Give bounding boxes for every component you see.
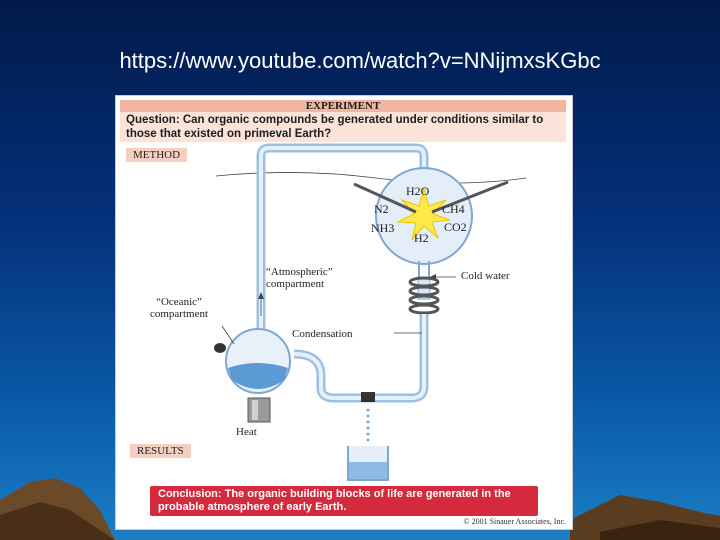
gas-nh3: NH3	[371, 221, 395, 235]
results-tag: RESULTS	[130, 444, 191, 458]
conclusion-box: Conclusion: The organic building blocks …	[150, 486, 538, 516]
spark-icon	[396, 186, 451, 241]
atmospheric-label: “Atmospheric” compartment	[266, 266, 333, 290]
condenser-coil-icon	[408, 276, 440, 315]
stopcock-icon	[361, 392, 375, 402]
question-text: Question: Can organic compounds be gener…	[120, 112, 566, 142]
gas-h2o: H2O	[406, 184, 430, 198]
left-electrode-icon	[353, 182, 417, 214]
method-tag: METHOD	[126, 148, 188, 162]
drops	[366, 408, 370, 442]
apparatus-diagram	[214, 143, 527, 481]
stopper-icon	[214, 343, 226, 353]
gas-ch4: CH4	[442, 202, 465, 216]
oceanic-label: “Oceanic” compartment	[149, 296, 209, 320]
experiment-header: EXPERIMENT	[120, 100, 566, 112]
miller-urey-figure: EXPERIMENT Question: Can organic compoun…	[115, 95, 573, 530]
copyright-text: © 2001 Sinauer Associates, Inc.	[463, 517, 566, 526]
right-vertical-tube	[374, 314, 429, 403]
u-tube	[293, 349, 374, 403]
gas-co2: CO2	[444, 220, 467, 234]
slide-title: https://www.youtube.com/watch?v=NNijmxsK…	[119, 48, 601, 73]
gas-n2: N2	[374, 202, 389, 216]
heater-icon	[247, 397, 271, 423]
mountain-landscape	[0, 478, 720, 540]
cold-water-label: Cold water	[461, 270, 510, 282]
gas-h2: H2	[414, 231, 429, 245]
condensation-label: Condensation	[292, 328, 353, 340]
heat-label: Heat	[236, 426, 257, 438]
right-electrode-icon	[431, 180, 509, 214]
